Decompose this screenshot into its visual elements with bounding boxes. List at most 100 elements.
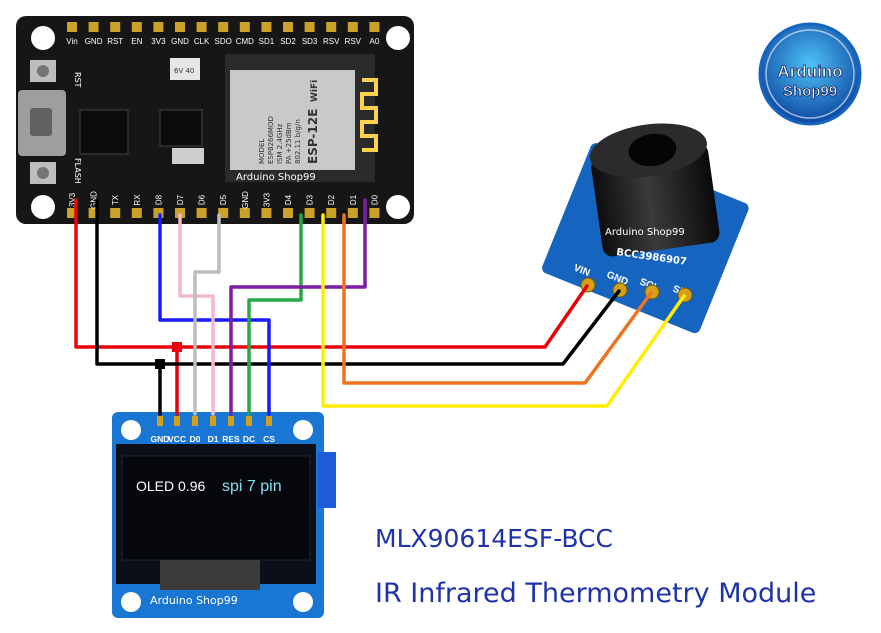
top-pin-label: SD3 <box>302 37 318 46</box>
top-pin-pad <box>218 22 229 32</box>
top-pin-label: RST <box>107 37 123 46</box>
top-pin-label: GND <box>85 37 103 46</box>
top-pin-label: CLK <box>194 37 210 46</box>
bottom-pin-label: D3 <box>306 194 315 205</box>
bottom-pin-label: D7 <box>176 194 185 205</box>
top-pin-label: CMD <box>236 37 254 46</box>
sensor-watermark: Arduino Shop99 <box>605 227 685 238</box>
shield-text-pa: PA +25dBm <box>285 122 293 164</box>
bottom-pin-label: D4 <box>284 194 293 205</box>
top-pin-pad <box>239 22 250 32</box>
oled-header-pin <box>192 416 198 426</box>
bottom-pin-label: D2 <box>327 194 336 205</box>
mount-hole <box>386 195 410 219</box>
oled-header-pin <box>210 416 216 426</box>
wire-red-3v3-sensor <box>175 284 589 349</box>
oled-pin-label: GND <box>151 434 170 444</box>
top-pin-pad <box>347 22 358 32</box>
oled-screen-text-1: OLED 0.96 <box>136 478 205 494</box>
top-pin-pad <box>67 22 77 32</box>
esp12e-name: ESP-12E <box>306 109 320 164</box>
oled-pin-label: VCC <box>168 434 186 444</box>
oled-pin-label: DC <box>243 434 255 444</box>
oled-header-pin <box>157 416 163 426</box>
logo-line-2: Shop99 <box>783 83 837 100</box>
bottom-pin-label: 3V3 <box>68 192 77 207</box>
ldo-chip <box>159 109 203 147</box>
oled-pin-label: D1 <box>208 434 219 444</box>
wires <box>74 198 686 416</box>
bottom-pin-pad <box>369 208 380 218</box>
oled-flex-cable <box>160 560 260 590</box>
bottom-pin-label: RX <box>133 194 142 206</box>
wire-black-gnd-sensor <box>158 289 621 366</box>
top-pin-pad <box>326 22 337 32</box>
wire-green-d3-dc <box>247 213 303 416</box>
bottom-pin-label: TX <box>111 194 120 205</box>
module-subtitle: IR Infrared Thermometry Module <box>375 578 817 609</box>
mount-hole <box>386 26 410 50</box>
bottom-pin-pad <box>110 208 121 218</box>
bottom-pin-pad <box>326 208 337 218</box>
top-pin-pad <box>88 22 99 32</box>
bottom-pin-pad <box>88 208 99 218</box>
oled-pin-label: RES <box>222 434 240 444</box>
oled-pin-label: CS <box>263 434 275 444</box>
junction-black <box>155 359 165 369</box>
bottom-pin-pad <box>196 208 207 218</box>
wire-purple-d0-res <box>229 198 367 416</box>
oled-header-pin <box>246 416 252 426</box>
capacitor <box>172 148 204 164</box>
top-pin-label: GND <box>171 37 189 46</box>
oled-screen <box>121 455 311 561</box>
mlx90614-module: Arduino Shop99 BCC3986907 VIN GND SCL SD… <box>542 123 749 334</box>
regulator-label: 6V 40 <box>174 67 194 75</box>
wire-gray-d5-d0 <box>193 213 221 416</box>
top-pin-pad <box>131 22 142 32</box>
oled-watermark: Arduino Shop99 <box>150 594 238 607</box>
top-pin-pad <box>304 22 315 32</box>
bottom-pin-pad <box>67 208 77 218</box>
sensor-lens <box>628 133 677 167</box>
top-pin-label: SDO <box>215 37 232 46</box>
top-pin-label: RSV <box>323 37 340 46</box>
bottom-pin-pad <box>261 208 272 218</box>
top-pin-label: RSV <box>345 37 362 46</box>
shield-text-model: MODEL <box>258 139 266 164</box>
wifi-logo-text: WiFi <box>310 80 320 102</box>
logo-line-1: Arduino <box>777 62 842 81</box>
oled-header-pin <box>174 416 180 426</box>
mount-hole <box>31 26 55 50</box>
top-pin-label: SD1 <box>259 37 275 46</box>
bottom-pin-label: D6 <box>198 194 207 205</box>
bottom-pin-label: D8 <box>154 194 163 205</box>
bottom-pin-pad <box>218 208 229 218</box>
oled-screen-text-2: spi 7 pin <box>222 478 282 495</box>
bottom-pin-pad <box>239 208 250 218</box>
mount-hole <box>31 195 55 219</box>
top-pin-pad <box>196 22 207 32</box>
oled-pin-label: D0 <box>190 434 201 444</box>
oled-module: OLED 0.96 spi 7 pin Arduino Shop99 GNDVC… <box>112 412 336 618</box>
top-pin-label: A0 <box>370 37 380 46</box>
top-pin-pad <box>153 22 164 32</box>
rst-label: RST <box>73 72 82 88</box>
top-pin-label: Vin <box>66 37 77 46</box>
top-pin-pad <box>369 22 380 32</box>
top-pin-pad <box>110 22 121 32</box>
bottom-pin-label: D5 <box>219 194 228 205</box>
top-pin-pad <box>283 22 293 32</box>
antenna-trace <box>360 78 378 152</box>
bottom-pin-label: GND <box>90 191 99 209</box>
bottom-pin-pad <box>175 208 185 218</box>
oled-ribbon <box>318 452 336 508</box>
bottom-pin-pad <box>153 208 164 218</box>
flash-label: FLASH <box>73 158 82 184</box>
bottom-pin-label: GND <box>241 191 250 209</box>
wire-red-3v3 <box>74 198 179 416</box>
top-pin-label: SD2 <box>280 37 296 46</box>
bottom-pin-pad <box>131 208 142 218</box>
bottom-pin-pad <box>283 208 293 218</box>
top-pin-label: 3V3 <box>151 37 166 46</box>
